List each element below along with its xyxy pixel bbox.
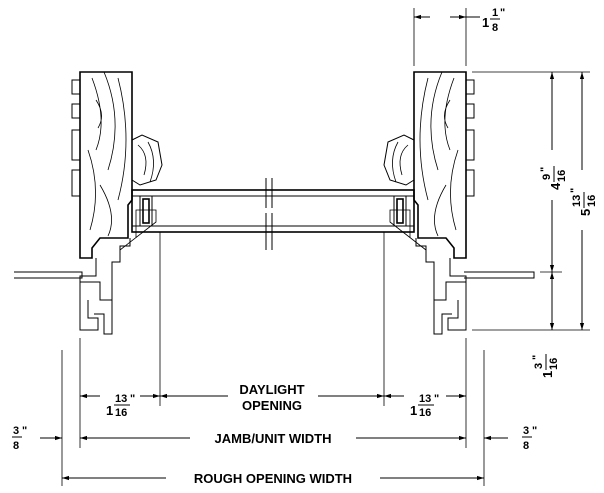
extension-lines xyxy=(61,8,590,486)
dim-right-shim: 3 8 " xyxy=(522,425,537,452)
svg-text:4: 4 xyxy=(548,182,563,190)
dimension-lines xyxy=(40,14,585,481)
rough-opening-width-label: ROUGH OPENING WIDTH xyxy=(194,471,352,486)
dim-vertical-outer: 5 13 16 " xyxy=(569,188,598,216)
daylight-label-line1: DAYLIGHT xyxy=(239,382,304,397)
dim-top-right: 1 1 8 " xyxy=(482,7,505,34)
svg-text:8: 8 xyxy=(523,440,529,452)
svg-text:16: 16 xyxy=(419,407,431,419)
dim-vertical-inner: 4 9 16 " xyxy=(539,166,568,190)
svg-text:1: 1 xyxy=(492,7,498,19)
svg-text:1: 1 xyxy=(410,403,417,418)
daylight-label-line2: OPENING xyxy=(242,398,302,413)
dim-left-frame: 1 13 16 " xyxy=(106,393,135,419)
dim-bottom-right-vertical: 1 3 16 " xyxy=(531,354,560,378)
svg-text:16: 16 xyxy=(556,170,568,182)
svg-text:16: 16 xyxy=(115,407,127,419)
svg-text:": " xyxy=(22,425,27,437)
svg-text:": " xyxy=(434,393,439,405)
svg-text:5: 5 xyxy=(578,209,593,216)
svg-text:9: 9 xyxy=(541,174,553,180)
jamb-unit-width-label: JAMB/UNIT WIDTH xyxy=(215,431,332,446)
svg-text:3: 3 xyxy=(13,425,19,437)
svg-text:": " xyxy=(539,167,551,172)
svg-text:3: 3 xyxy=(523,425,529,437)
svg-text:13: 13 xyxy=(571,195,583,207)
svg-text:": " xyxy=(500,7,505,19)
svg-text:1: 1 xyxy=(106,403,113,418)
svg-text:8: 8 xyxy=(492,22,498,34)
dim-left-shim: 3 8 " xyxy=(12,425,27,452)
svg-text:1: 1 xyxy=(540,371,555,378)
dim-right-frame: 1 13 16 " xyxy=(410,393,439,419)
svg-text:": " xyxy=(130,393,135,405)
svg-text:13: 13 xyxy=(115,393,127,405)
svg-text:13: 13 xyxy=(419,393,431,405)
left-wall-section xyxy=(14,71,163,335)
labels: DAYLIGHT OPENING JAMB/UNIT WIDTH ROUGH O… xyxy=(12,7,598,486)
svg-text:": " xyxy=(532,425,537,437)
svg-text:1: 1 xyxy=(482,15,489,30)
svg-text:16: 16 xyxy=(586,195,598,207)
svg-text:8: 8 xyxy=(13,440,19,452)
svg-text:3: 3 xyxy=(533,363,545,369)
glazing-unit xyxy=(131,178,415,250)
svg-text:16: 16 xyxy=(548,358,560,370)
svg-text:": " xyxy=(569,188,581,193)
svg-text:": " xyxy=(531,355,543,360)
